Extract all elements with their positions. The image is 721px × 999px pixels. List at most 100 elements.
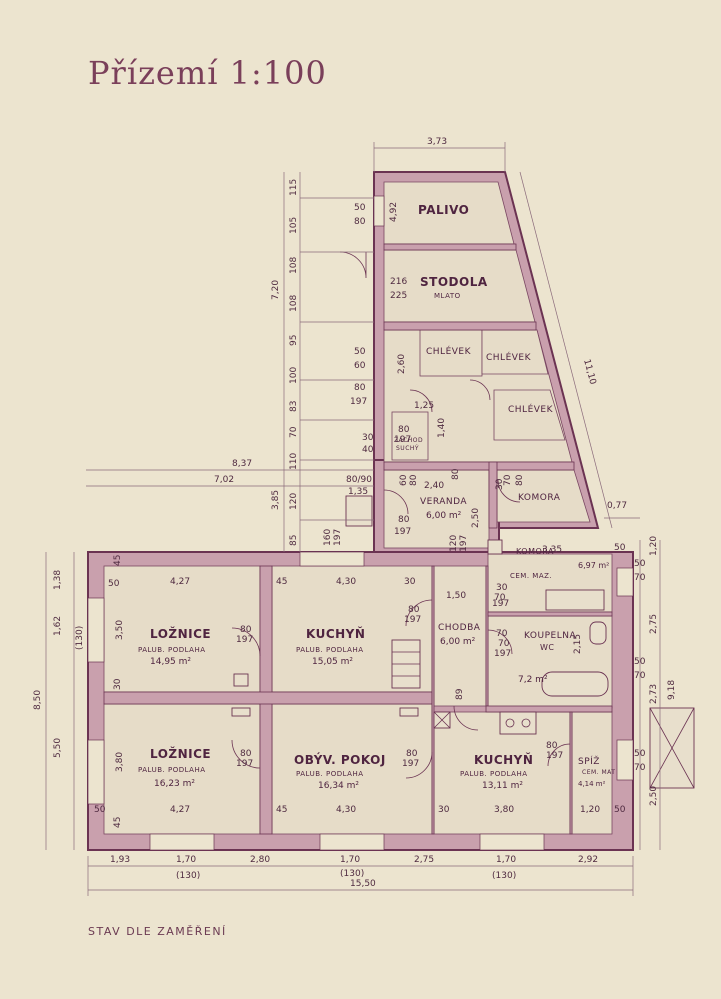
dim-right-273: 2,73	[649, 684, 659, 704]
stove-3	[399, 707, 419, 717]
dim-right-918: 9,18	[667, 680, 677, 700]
dim-v70: 70	[289, 426, 299, 438]
lbl-d80c: 80	[240, 749, 252, 759]
room-chlevek-3-name: CHLÉVEK	[508, 403, 554, 415]
dim-slant: 11,10	[581, 358, 597, 386]
room-palivo-name: PALIVO	[418, 203, 469, 217]
room-chlevek-2	[481, 329, 549, 375]
dim-right-250: 2,50	[649, 786, 659, 806]
door-swings	[231, 251, 571, 779]
lbl-w30c: 30	[113, 678, 123, 690]
lbl-160: 160	[323, 529, 333, 546]
dim-b6: 1,70	[496, 855, 516, 865]
room-kuchyn-1-area: 15,05 m²	[312, 657, 353, 667]
dim-sub2: (130)	[340, 869, 364, 879]
lbl-w70a: 70	[634, 573, 646, 583]
dim-837: 8,37	[232, 459, 252, 469]
room-stodola-name: STODOLA	[420, 275, 488, 289]
room-obyvak	[271, 703, 433, 835]
lbl-d70a: 70	[494, 593, 506, 603]
room-kuchyn-1-name: KUCHYŇ	[306, 626, 365, 641]
dim-sub1: (130)	[176, 871, 200, 881]
lbl-60c: 60	[399, 474, 409, 486]
lbl-w50e: 50	[614, 805, 626, 815]
room-spiz-floor: CEM. MAT	[582, 769, 615, 776]
dim-250: 2,50	[471, 508, 481, 528]
lbl-60b: 60	[354, 361, 366, 371]
dim-v100: 100	[289, 367, 299, 384]
lbl-d80g: 80	[546, 741, 558, 751]
room-chlevek-1	[419, 329, 483, 377]
lbl-w50a: 50	[108, 579, 120, 589]
lbl-d197a: 197	[236, 635, 253, 645]
dim-260: 2,60	[397, 354, 407, 374]
dim-b1: 1,93	[110, 855, 130, 865]
room-loznice-1-area: 14,95 m²	[150, 657, 191, 667]
dim-b7: 2,92	[578, 855, 598, 865]
dim-left-550: 5,50	[53, 738, 63, 758]
lbl-197c: 197	[350, 397, 367, 407]
dim-total: 15,50	[350, 879, 376, 889]
lbl-d70b: 70	[498, 639, 510, 649]
lbl-80a: 80	[354, 217, 366, 227]
toilet-icon	[589, 621, 607, 645]
lbl-w70c: 70	[634, 763, 646, 773]
dim-720: 7,20	[271, 280, 281, 300]
room-loznice-2-floor: PALUB. PODLAHA	[138, 766, 206, 774]
lbl-d80f: 80	[398, 425, 410, 435]
dim-left-850: 8,50	[33, 690, 43, 710]
room-veranda-area: 6,00 m²	[426, 511, 462, 521]
room-loznice-2-area: 16,23 m²	[154, 779, 195, 789]
dim-385: 3,85	[271, 490, 281, 510]
lbl-197s: 197	[333, 529, 343, 546]
dim-v110: 110	[289, 453, 299, 470]
dim-125: 1,25	[414, 401, 434, 411]
room-obyvak-name: OBÝV. POKOJ	[294, 752, 386, 767]
lbl-w30k: 30	[496, 583, 508, 593]
lbl-216: 216	[390, 277, 407, 287]
lbl-w50d: 50	[94, 805, 106, 815]
room-veranda	[383, 469, 490, 549]
lbl-d89: 89	[455, 688, 465, 700]
lbl-80z: 80	[515, 474, 525, 486]
room-kuchyn-2-area: 13,11 m²	[482, 781, 523, 791]
lbl-40a: 40	[362, 445, 374, 455]
lbl-w50c: 50	[634, 559, 646, 569]
room-loznice-1-floor: PALUB. PODLAHA	[138, 646, 206, 654]
lbl-225: 225	[390, 291, 407, 301]
room-spiz-name: SPÍŽ	[578, 755, 600, 767]
dimension-lines	[45, 142, 661, 896]
room-chlevek-2-name: CHLÉVEK	[486, 351, 532, 363]
dim-left-162: 1,62	[53, 616, 63, 636]
dim-b5: 2,75	[414, 855, 434, 865]
lbl-w70b: 70	[634, 671, 646, 681]
room-obyvak-floor: PALUB. PODLAHA	[296, 770, 364, 778]
lbl-d197d: 197	[492, 599, 509, 609]
lbl-80c: 80	[354, 383, 366, 393]
dim-427-top: 4,27	[170, 577, 190, 587]
dim-240: 2,40	[424, 481, 444, 491]
room-komora-area: 6,97 m²	[578, 561, 609, 570]
dim-top-width: 3,73	[427, 137, 447, 147]
room-komora-floor: CEM. MAZ.	[510, 572, 552, 580]
dim-120-bot: 1,20	[580, 805, 600, 815]
chimney-2	[487, 539, 503, 555]
dim-right-120: 1,20	[649, 536, 659, 556]
dim-380-left: 3,80	[115, 752, 125, 772]
bathtub-icon	[541, 671, 609, 697]
lbl-120v: 120	[449, 535, 459, 552]
lbl-70z: 70	[503, 474, 513, 486]
dim-right-offset: 0,77	[607, 501, 627, 511]
dim-380-bot: 3,80	[494, 805, 514, 815]
dim-430-top: 4,30	[336, 577, 356, 587]
room-zachod-sub: SUCHÝ	[396, 445, 419, 452]
lbl-80d: 80	[409, 474, 419, 486]
lbl-d197e: 197	[402, 759, 419, 769]
lbl-50b: 50	[354, 347, 366, 357]
room-loznice-2-name: LOŽNICE	[150, 746, 211, 761]
lbl-8090: 80/90	[346, 475, 372, 485]
stove-2	[231, 707, 251, 717]
lbl-w50r3: 50	[634, 749, 646, 759]
room-veranda-name: VERANDA	[420, 497, 467, 507]
